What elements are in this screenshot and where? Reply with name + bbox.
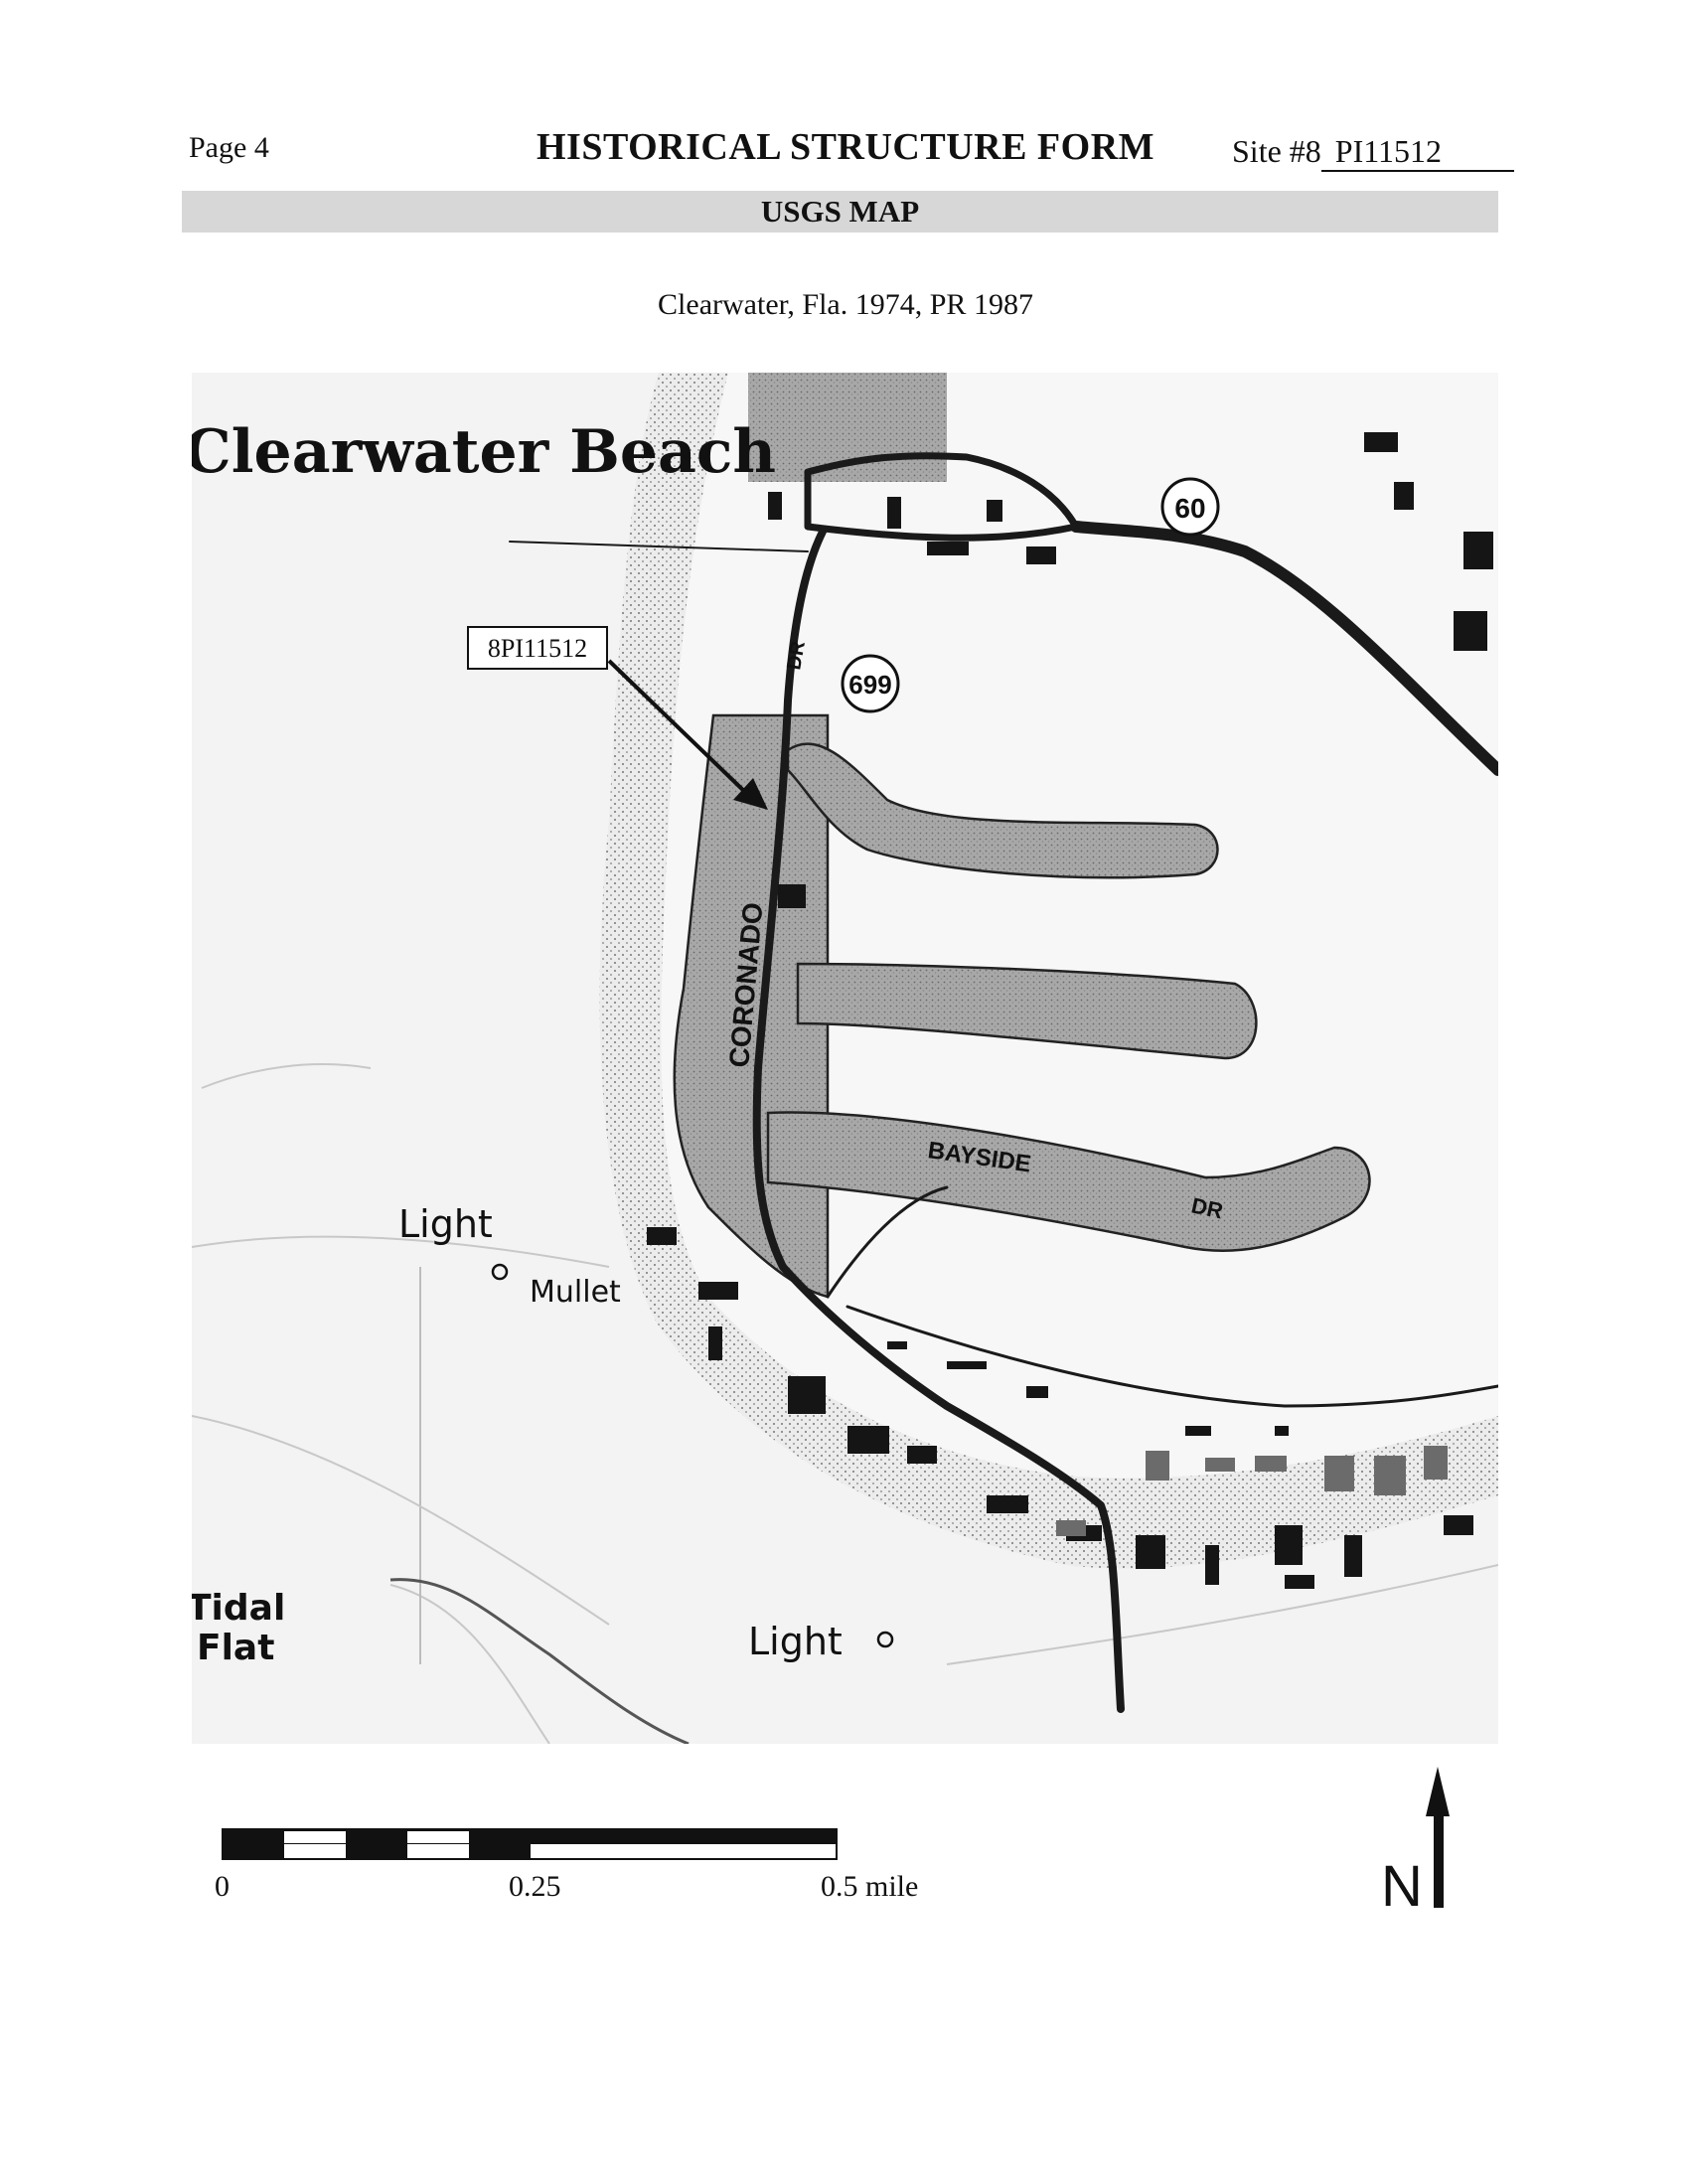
usgs-map: 60 699 Clearwater Beach DR CORONADO BAYS… xyxy=(192,373,1498,1744)
site-id: PI11512 xyxy=(1320,133,1514,172)
light-marker-1 xyxy=(491,1263,509,1281)
gulf-road xyxy=(846,1305,1498,1408)
form-title: HISTORICAL STRUCTURE FORM xyxy=(536,126,1155,168)
route-shield-699: 699 xyxy=(841,654,900,713)
route-shield-60-label: 60 xyxy=(1174,493,1205,524)
north-arrow: N xyxy=(1381,1767,1450,1908)
mullet-label: Mullet xyxy=(530,1275,621,1310)
light-label-1: Light xyxy=(398,1202,493,1246)
site-callout-label: 8PI11512 xyxy=(488,634,587,663)
flat-label: Flat xyxy=(197,1628,274,1668)
canal-north-finger xyxy=(786,742,1219,879)
shoal-line xyxy=(389,1578,690,1744)
bayside-drive xyxy=(826,1185,949,1299)
north-arrow-head xyxy=(1426,1767,1450,1816)
light-marker-2 xyxy=(876,1631,894,1648)
buildings xyxy=(647,432,1493,1589)
north-letter: N xyxy=(1381,1854,1423,1908)
route-shield-699-label: 699 xyxy=(848,670,891,700)
canal-middle-finger xyxy=(796,962,1258,1060)
north-arrow-shaft xyxy=(1434,1811,1444,1908)
scale-label-half-mile: 0.5 mile xyxy=(821,1870,919,1903)
canal-south-finger xyxy=(766,1111,1371,1252)
place-name-label: Clearwater Beach xyxy=(192,417,776,487)
state-road-60 xyxy=(1070,521,1498,776)
route-shield-60: 60 xyxy=(1160,477,1220,537)
page-number: Page 4 xyxy=(189,131,269,164)
section-banner: USGS MAP xyxy=(182,191,1498,233)
tidal-label: Tidal xyxy=(192,1588,285,1629)
light-label-2: Light xyxy=(748,1620,843,1663)
site-callout: 8PI11512 xyxy=(467,626,768,810)
map-caption: Clearwater, Fla. 1974, PR 1987 xyxy=(658,288,1033,321)
site-arrow-head xyxy=(733,778,768,810)
canals xyxy=(673,713,1371,1299)
pier xyxy=(509,541,809,552)
scale-bar xyxy=(222,1828,838,1860)
site-prefix: Site #8 xyxy=(1232,133,1321,169)
beach-strip xyxy=(599,373,1498,1569)
scale-label-quarter: 0.25 xyxy=(509,1870,561,1903)
buildings-gray xyxy=(1056,1446,1448,1536)
road-label-dr-north: DR xyxy=(783,639,810,672)
coronado-drive xyxy=(752,528,1125,1713)
scale-label-zero: 0 xyxy=(215,1870,230,1903)
roads xyxy=(509,452,1498,1713)
northern-loop xyxy=(804,452,1080,542)
